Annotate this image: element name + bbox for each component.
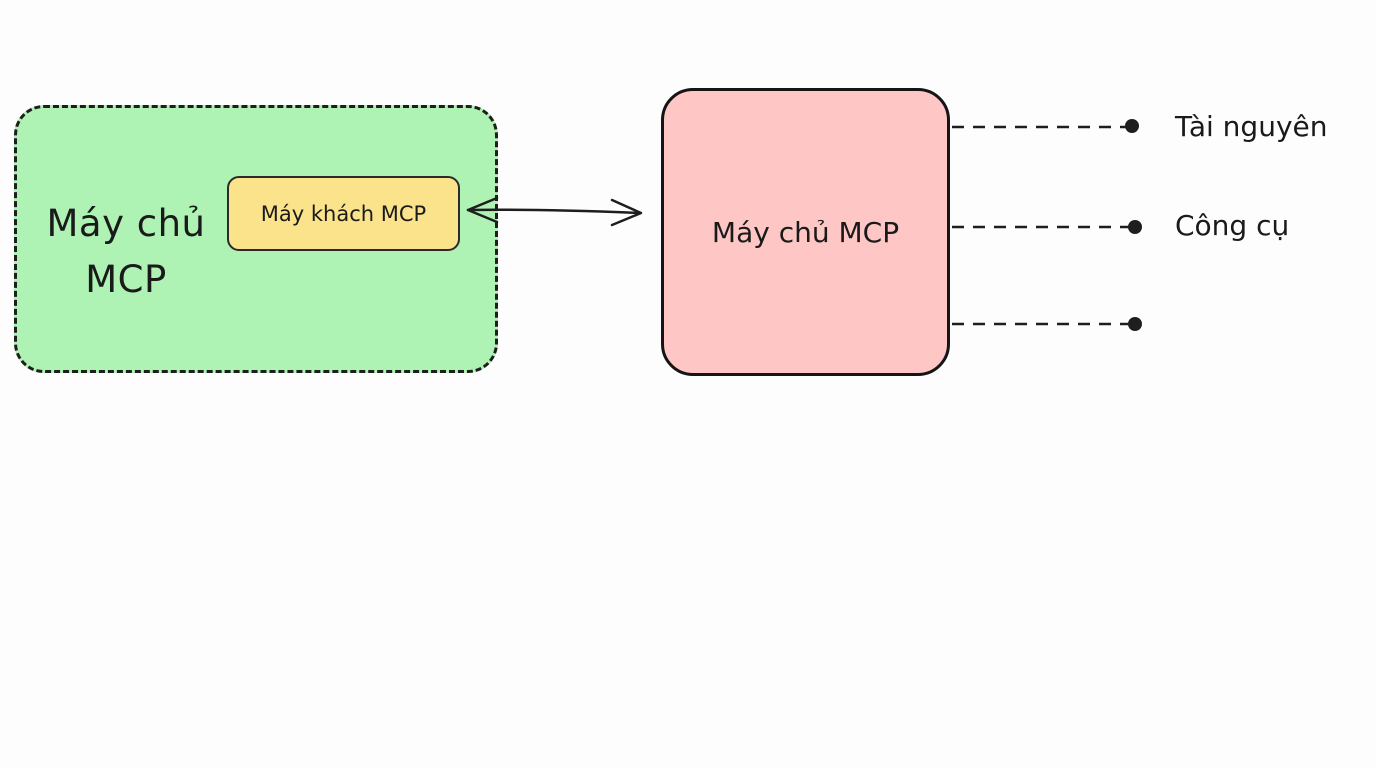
mcp-client-box: Máy khách MCP <box>227 176 460 251</box>
connector-dot-3 <box>1128 317 1142 331</box>
mcp-host-label-line1: Máy chủ <box>46 202 206 245</box>
arrow-head-right <box>610 198 643 227</box>
mcp-client-label: Máy khách MCP <box>260 201 427 226</box>
arrow-head-left <box>466 196 499 224</box>
capability-connectors <box>952 125 1133 326</box>
connector-dot-2 <box>1128 220 1142 234</box>
arrow-shaft <box>466 208 642 215</box>
capability-label-resources: Tài nguyên <box>1175 110 1328 143</box>
connector-dot-1 <box>1125 119 1139 133</box>
mcp-server-box: Máy chủ MCP <box>661 88 950 376</box>
client-server-arrow <box>466 196 643 227</box>
capability-label-tools: Công cụ <box>1175 209 1290 242</box>
mcp-host-label-line2: MCP <box>85 258 167 301</box>
capability-dots <box>1125 119 1142 331</box>
mcp-server-label: Máy chủ MCP <box>711 215 900 249</box>
mcp-host-label: Máy chủ MCP <box>28 196 224 308</box>
